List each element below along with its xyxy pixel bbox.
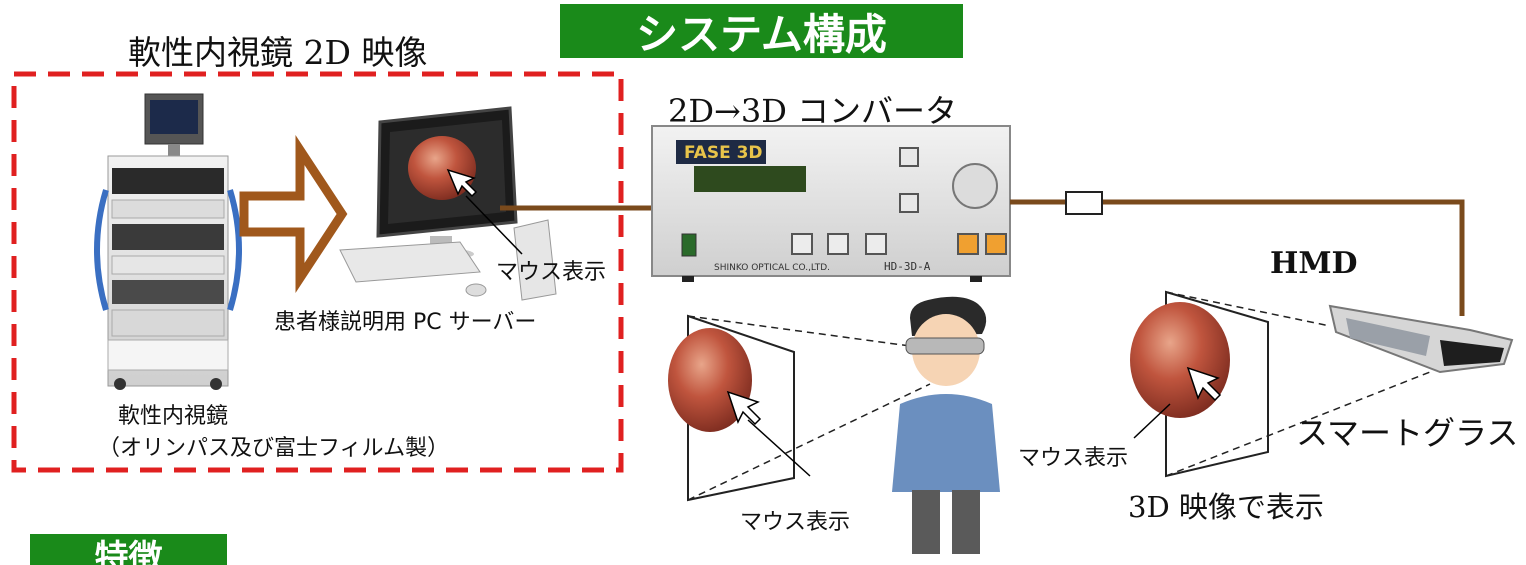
smart-glass-image [1328,304,1514,374]
features-banner: 特徴 [30,534,227,565]
pc-monitor-image [339,106,557,301]
endoscope-section-box [11,71,624,473]
title-banner: システム構成 [560,4,963,59]
mouse-label-right: マウス表示 [1018,446,1129,471]
device-brand: FASE 3D [684,143,763,163]
converter-label: 2D→3D コンバータ [668,92,958,130]
cable-connector [1065,191,1103,215]
cable-converter-hmd [1010,199,1465,316]
converter-device-image [651,125,1011,282]
mouse-label-person: マウス表示 [740,510,851,535]
mouse-label-pc: マウス表示 [496,260,607,285]
endoscope-maker-label: （オリンパス及び富士フィルム製） [98,436,450,461]
device-model: HD-3D-A [884,260,931,273]
pc-server-label: 患者様説明用 PC サーバー [274,310,537,335]
person-illustration [892,296,1000,554]
smart-glass-view-screen [1130,290,1431,478]
flow-arrow [239,134,348,294]
page-title: システム構成 [636,9,887,59]
device-maker: SHINKO OPTICAL CO.,LTD. [714,263,830,273]
section-label: 軟性内視鏡 2D 映像 [128,33,428,72]
hmd-label: HMD [1270,246,1358,281]
endoscope-cart-image [94,93,242,390]
features-title: 特徴 [94,538,163,565]
endoscope-label: 軟性内視鏡 [118,404,229,429]
display-3d-label: 3D 映像で表示 [1128,490,1324,524]
person-view-screen [668,314,931,502]
smart-glass-label: スマートグラス [1296,414,1519,452]
mouse-pointer-leader-pc [465,195,523,255]
